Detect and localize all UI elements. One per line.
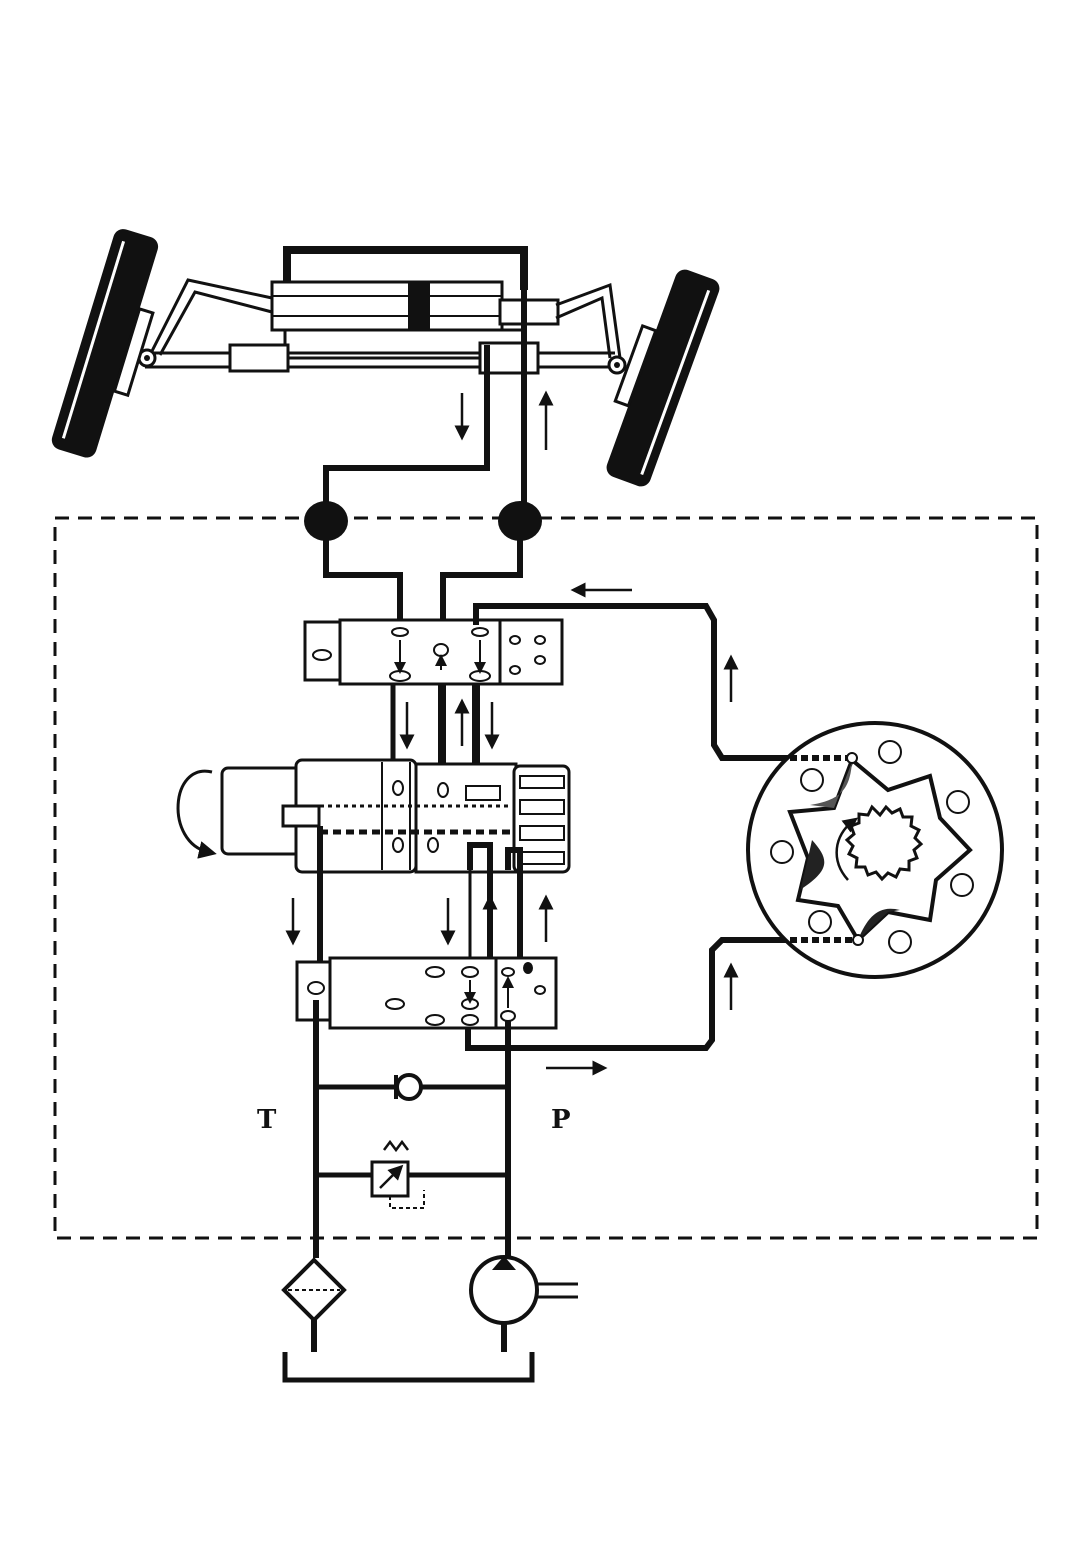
- pump: [471, 1256, 578, 1352]
- tank: [285, 1352, 532, 1380]
- main-lines: [316, 1000, 508, 1258]
- tank-port-label: T: [257, 1107, 276, 1133]
- block-to-valve-lines: [393, 684, 476, 770]
- steering-cylinder-axle: [139, 250, 625, 373]
- pressure-port-label: P: [551, 1107, 571, 1133]
- gerotor-metering-unit: [748, 723, 1002, 977]
- top-valve-block: [305, 620, 562, 684]
- connector-fittings: [304, 501, 542, 541]
- fitting-lines: [326, 540, 520, 625]
- check-valve: [396, 1075, 421, 1099]
- bottom-valve-block: [297, 958, 556, 1028]
- filter: [284, 1260, 344, 1352]
